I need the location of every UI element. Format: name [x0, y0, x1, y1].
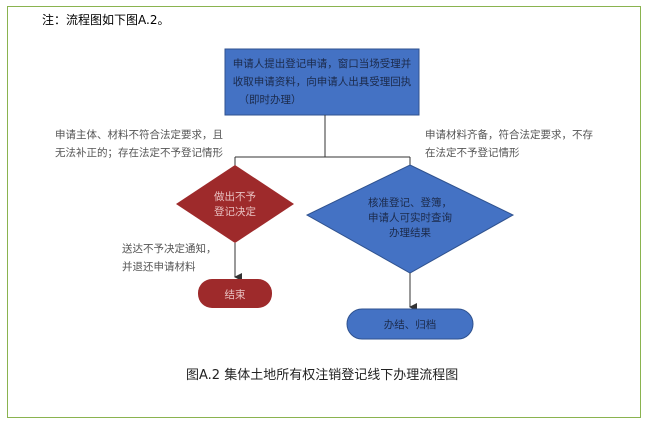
document-frame: [7, 6, 641, 418]
start-box-line: 申请人提出登记申请，窗口当场受理并: [233, 57, 412, 70]
label-line: 并退还申请材料: [122, 261, 196, 273]
left-condition-label: 申请主体、材料不符合法定要求，且 无法补正的；存在法定不予登记情形: [55, 126, 223, 162]
reject-decision-diamond: [176, 165, 294, 243]
reject-decision-line: 做出不予: [214, 190, 256, 203]
connector: [235, 115, 410, 158]
label-line: 送达不予决定通知，: [122, 243, 217, 255]
note-text: 注：流程图如下图A.2。: [42, 13, 170, 27]
start-box: [224, 48, 420, 116]
start-box-line: （即时办理）: [239, 93, 302, 106]
end-approve-terminal: [346, 308, 474, 340]
label-line: 申请材料齐备，符合法定要求，不存: [425, 129, 593, 141]
start-box-line: 收取申请资料，向申请人出具受理回执: [233, 75, 412, 88]
right-condition-label: 申请材料齐备，符合法定要求，不存 在法定不予登记情形: [425, 126, 593, 162]
approve-decision-line: 核准登记、登簿，: [368, 196, 452, 209]
approve-decision-line: 申请人可实时查询: [368, 211, 452, 224]
label-line: 在法定不予登记情形: [425, 147, 520, 159]
reject-note-label: 送达不予决定通知， 并退还申请材料: [122, 240, 217, 276]
end-approve-label: 办结、归档: [384, 318, 437, 331]
end-reject-terminal: [198, 279, 272, 308]
end-reject-label: 结束: [225, 288, 246, 301]
reject-decision-line: 登记决定: [214, 205, 256, 218]
label-line: 申请主体、材料不符合法定要求，且: [55, 129, 223, 141]
label-line: 无法补正的；存在法定不予登记情形: [55, 147, 223, 159]
figure-caption: 图A.2 集体土地所有权注销登记线下办理流程图: [186, 368, 459, 383]
approve-decision-line: 办理结果: [389, 226, 431, 239]
